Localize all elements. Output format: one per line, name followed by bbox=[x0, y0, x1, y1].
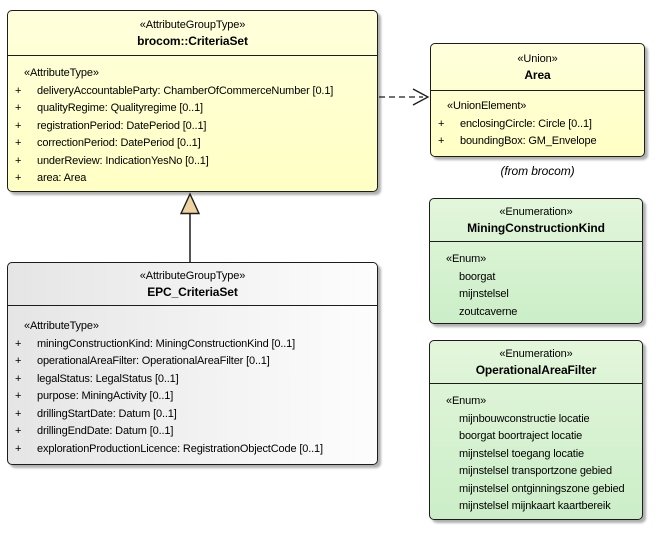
attribute-row: + area: Area bbox=[8, 170, 377, 188]
attribute-text: underReview: IndicationYesNo [0..1] bbox=[37, 154, 209, 167]
enum-literal: zoutcaverne bbox=[459, 305, 518, 318]
visibility-plus: + bbox=[15, 337, 22, 350]
class-box-area: «Union» Area «UnionElement» + enclosingC… bbox=[430, 43, 645, 157]
attribute-text: drillingEndDate: Datum [0..1] bbox=[37, 425, 174, 437]
class-name: OperationalAreaFilter bbox=[475, 362, 597, 377]
attribute-row: + deliveryAccountableParty: ChamberOfCom… bbox=[8, 83, 377, 101]
attributes-compartment: «UnionElement» + enclosingCircle: Circle… bbox=[431, 91, 644, 151]
attribute-row: + boundingBox: GM_Envelope bbox=[431, 133, 644, 151]
class-stereotype: «AttributeGroupType» bbox=[139, 18, 246, 31]
class-name: EPC_CriteriaSet bbox=[147, 284, 238, 299]
section-stereotype: «AttributeType» bbox=[24, 67, 99, 79]
visibility-plus: + bbox=[15, 442, 22, 455]
enum-literal: mijnstelsel toegang locatie bbox=[459, 447, 584, 460]
attribute-text: legalStatus: LegalStatus [0..1] bbox=[37, 372, 179, 385]
attribute-row: + drillingEndDate: Datum [0..1] bbox=[8, 423, 377, 441]
section-stereotype: «AttributeType» bbox=[24, 320, 99, 332]
class-name: Area bbox=[524, 67, 551, 82]
class-header: «AttributeGroupType» EPC_CriteriaSet bbox=[8, 263, 377, 306]
visibility-plus: + bbox=[15, 425, 22, 437]
dependency-arrow bbox=[379, 88, 430, 106]
attribute-text: boundingBox: GM_Envelope bbox=[460, 135, 597, 147]
attribute-row: + legalStatus: LegalStatus [0..1] bbox=[8, 371, 377, 389]
class-box-miningconstructionkind: «Enumeration» MiningConstructionKind «En… bbox=[429, 198, 643, 324]
attribute-text: registrationPeriod: DatePeriod [0..1] bbox=[37, 119, 207, 132]
attribute-text: area: Area bbox=[37, 172, 87, 184]
visibility-plus: + bbox=[438, 135, 445, 147]
class-box-operationalareafilter: «Enumeration» OperationalAreaFilter «Enu… bbox=[429, 340, 643, 520]
generalization-arrow bbox=[179, 192, 201, 262]
attribute-text: drillingStartDate: Datum [0..1] bbox=[37, 407, 177, 420]
attribute-row: + correctionPeriod: DatePeriod [0..1] bbox=[8, 135, 377, 153]
attribute-row: + qualityRegime: Qualityregime [0..1] bbox=[8, 100, 377, 118]
attributes-compartment: «AttributeType» + deliveryAccountablePar… bbox=[8, 56, 377, 188]
section-stereotype: «Enum» bbox=[446, 253, 487, 265]
attribute-text: deliveryAccountableParty: ChamberOfComme… bbox=[37, 84, 334, 97]
attribute-row: + purpose: MiningActivity [0..1] bbox=[8, 388, 377, 406]
enum-compartment: «Enum» boorgat mijnstelsel zoutcaverne bbox=[430, 242, 642, 321]
class-name: brocom::CriteriaSet bbox=[137, 33, 248, 48]
attribute-row: + underReview: IndicationYesNo [0..1] bbox=[8, 153, 377, 171]
class-header: «Enumeration» OperationalAreaFilter bbox=[430, 341, 642, 384]
visibility-plus: + bbox=[15, 372, 22, 385]
visibility-plus: + bbox=[15, 137, 22, 149]
visibility-plus: + bbox=[15, 154, 22, 167]
attribute-text: miningConstructionKind: MiningConstructi… bbox=[37, 337, 296, 350]
attribute-text: enclosingCircle: Circle [0..1] bbox=[460, 117, 592, 130]
attribute-row: + enclosingCircle: Circle [0..1] bbox=[431, 116, 644, 134]
attribute-row: + operationalAreaFilter: OperationalArea… bbox=[8, 353, 377, 371]
section-stereotype: «Enum» bbox=[446, 395, 487, 407]
attribute-text: purpose: MiningActivity [0..1] bbox=[37, 390, 174, 402]
attribute-text: operationalAreaFilter: OperationalAreaFi… bbox=[37, 355, 270, 367]
visibility-plus: + bbox=[15, 84, 22, 97]
attribute-row: + registrationPeriod: DatePeriod [0..1] bbox=[8, 118, 377, 136]
visibility-plus: + bbox=[15, 119, 22, 132]
class-stereotype: «Union» bbox=[517, 52, 558, 65]
enum-literal: mijnstelsel transportzone gebied bbox=[459, 465, 612, 477]
visibility-plus: + bbox=[15, 407, 22, 420]
enum-literal: mijnstelsel bbox=[459, 288, 509, 300]
attributes-compartment: «AttributeType» + miningConstructionKind… bbox=[8, 306, 377, 458]
enum-compartment: «Enum» mijnbouwconstructie locatie boorg… bbox=[430, 384, 642, 516]
enum-literal: boorgat boortraject locatie bbox=[459, 430, 583, 442]
enum-literal: mijnstelsel ontginningszone gebied bbox=[459, 482, 625, 495]
class-stereotype: «AttributeGroupType» bbox=[139, 269, 246, 282]
class-box-epc-criteriaset: «AttributeGroupType» EPC_CriteriaSet «At… bbox=[7, 262, 378, 465]
class-stereotype: «Enumeration» bbox=[499, 205, 573, 218]
attribute-text: correctionPeriod: DatePeriod [0..1] bbox=[37, 137, 201, 149]
class-header: «AttributeGroupType» brocom::CriteriaSet bbox=[8, 11, 377, 56]
enum-literal: mijnbouwconstructie locatie bbox=[459, 412, 590, 425]
section-stereotype: «UnionElement» bbox=[447, 100, 527, 112]
attribute-row: + miningConstructionKind: MiningConstruc… bbox=[8, 336, 377, 354]
visibility-plus: + bbox=[15, 102, 22, 114]
visibility-plus: + bbox=[15, 172, 22, 184]
class-header: «Union» Area bbox=[431, 44, 644, 91]
visibility-plus: + bbox=[438, 117, 445, 130]
enum-literal: boorgat bbox=[459, 270, 496, 283]
attribute-row: + drillingStartDate: Datum [0..1] bbox=[8, 406, 377, 424]
attribute-text: explorationProductionLicence: Registrati… bbox=[37, 442, 323, 455]
class-header: «Enumeration» MiningConstructionKind bbox=[430, 199, 642, 242]
attribute-text: qualityRegime: Qualityregime [0..1] bbox=[37, 102, 203, 114]
class-box-brocom-criteriaset: «AttributeGroupType» brocom::CriteriaSet… bbox=[7, 10, 378, 192]
class-stereotype: «Enumeration» bbox=[499, 347, 573, 360]
attribute-row: + explorationProductionLicence: Registra… bbox=[8, 441, 377, 459]
enum-literal: mijnstelsel mijnkaart kaartbereik bbox=[459, 500, 611, 512]
from-package-note: (from brocom) bbox=[500, 164, 575, 178]
visibility-plus: + bbox=[15, 355, 22, 367]
visibility-plus: + bbox=[15, 390, 22, 402]
class-name: MiningConstructionKind bbox=[467, 220, 605, 235]
